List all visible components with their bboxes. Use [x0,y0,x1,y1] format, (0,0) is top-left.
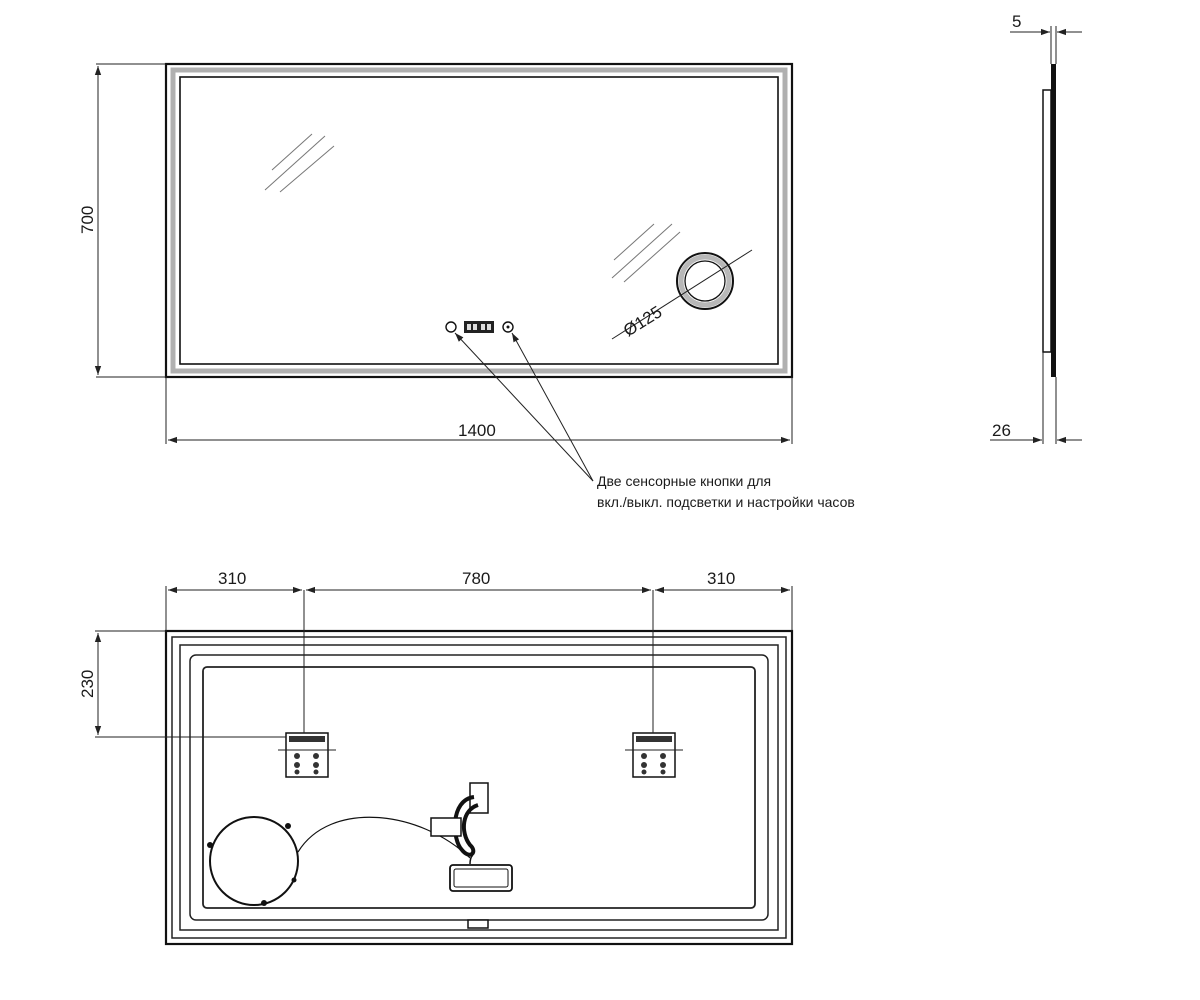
digital-clock-display [464,321,494,333]
back-view [94,586,794,946]
back-outline [164,629,794,946]
mounting-bracket-left [278,732,336,778]
front-view: Ø125 700 1400 [78,62,794,482]
mounting-bracket-right [625,732,683,778]
side-backplate-profile [1042,89,1052,353]
reflection-hatch-right [611,223,681,283]
cable-exit [467,919,489,929]
bracket-spacing-label: 780 [462,569,490,588]
magnifier-diameter-label: Ø125 [620,302,665,340]
side-glass-profile [1051,64,1056,377]
wiring-harness [430,782,489,865]
mirror-glass-edge [179,76,779,365]
side-top-label: 5 [1012,12,1021,31]
cable [297,816,471,859]
height-dimension [94,63,166,378]
height-label: 700 [78,206,97,234]
callout-leaders [454,332,594,482]
mirror-outline [164,62,794,379]
led-backlight-strip [170,67,788,374]
magnifier-mirror [611,249,753,340]
right-offset-label: 310 [707,569,735,588]
magnifier-back [207,816,299,906]
width-label: 1400 [458,421,496,440]
width-dimension [165,377,793,444]
power-driver-box [449,864,513,892]
callout-text-line-2: вкл./выкл. подсветки и настройки часов [597,494,855,510]
touch-button-clock-icon [445,321,457,333]
callout-text-line-1: Две сенсорные кнопки для [597,473,771,489]
left-offset-label: 310 [218,569,246,588]
bracket-height-label: 230 [78,670,97,698]
touch-panel [445,321,514,333]
side-view [990,26,1082,444]
reflection-hatch-left [264,133,335,193]
side-bottom-label: 26 [992,421,1011,440]
diameter-leader [611,249,753,340]
